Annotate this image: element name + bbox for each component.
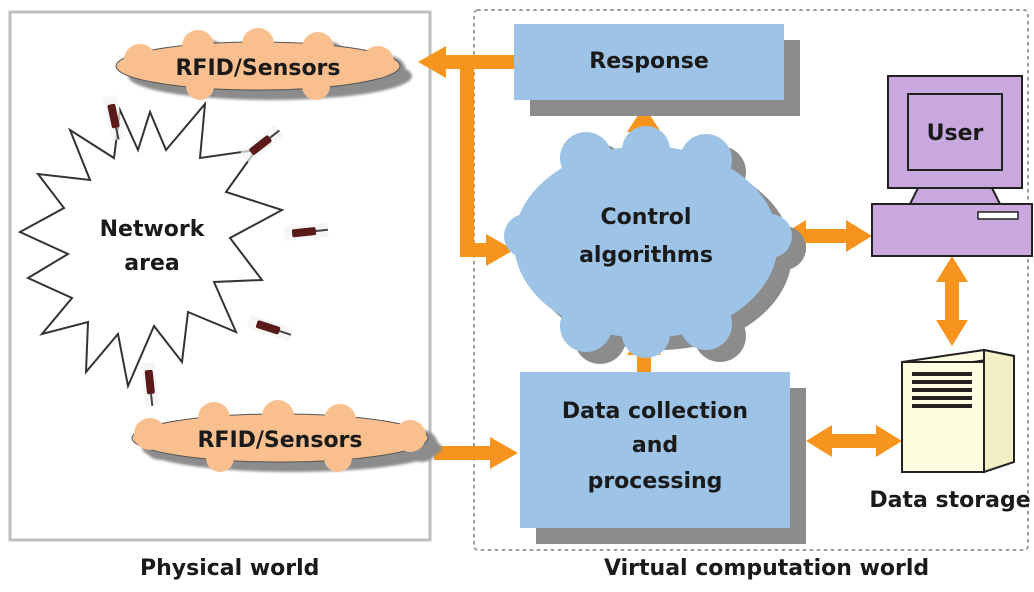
arrow-user-storage-down-head — [936, 320, 968, 346]
arrow-response-to-sensors-head — [418, 46, 446, 78]
data-collection-box: Data collection and processing — [520, 372, 806, 544]
control-label-line1: Control — [601, 205, 692, 230]
arrow-feedback-horizontal — [460, 243, 490, 257]
response-box-body — [514, 24, 784, 100]
data-label-line3: processing — [588, 469, 723, 494]
sensor-node-icon — [140, 361, 160, 407]
control-cloud-body — [504, 126, 792, 358]
arrow-feedback-to-control-head — [486, 234, 514, 266]
physical-world-frame — [8, 10, 432, 542]
sensors-cloud-bottom: RFID/Sensors — [131, 400, 442, 472]
arrow-user-storage-up-head — [936, 256, 968, 282]
server-vent — [912, 388, 972, 392]
arrow-control-user-right-head — [846, 220, 872, 252]
arrow-response-to-sensors-shaft — [440, 55, 516, 69]
data-label-line2: and — [632, 433, 678, 458]
data-label-line1: Data collection — [562, 399, 748, 424]
network-label-line2: area — [124, 251, 179, 276]
arrow-control-to-response-head — [627, 106, 661, 132]
virtual-world-frame — [473, 9, 1029, 551]
computer-icon — [871, 75, 1033, 257]
arrow-data-storage-shaft — [830, 434, 880, 448]
arrow-user-storage-shaft — [945, 276, 959, 326]
server-side — [983, 348, 1015, 474]
sensors-top-puffs — [124, 28, 394, 100]
sensor-nodes — [102, 95, 329, 407]
sensors-cloud-top: RFID/Sensors — [115, 28, 412, 100]
sensor-node-icon — [102, 95, 126, 141]
monitor-stand — [908, 187, 1002, 205]
network-area-starburst: Network area — [17, 100, 285, 390]
response-box: Response — [514, 24, 800, 116]
arrow-feedback-vertical — [460, 62, 474, 257]
response-label: Response — [589, 49, 709, 74]
arrow-sensors-to-data-shaft — [434, 446, 494, 460]
server-vent — [912, 404, 972, 408]
server-vent — [912, 372, 972, 376]
virtual-world-caption: Virtual computation world — [604, 556, 930, 581]
arrow-control-user-shaft — [800, 229, 852, 243]
user-computer: User — [871, 75, 1033, 257]
monitor-screen — [907, 93, 1003, 171]
sensors-bottom-puffs — [134, 400, 426, 472]
user-label: User — [927, 121, 984, 146]
network-label-line1: Network — [100, 217, 206, 242]
server-vent — [912, 380, 972, 384]
data-box-body — [520, 372, 790, 528]
arrow-data-storage-left-head — [806, 425, 832, 457]
server-front — [901, 361, 985, 473]
control-algorithms-cloud: Control algorithms — [504, 126, 806, 364]
control-label-line2: algorithms — [579, 243, 713, 268]
server-vent — [912, 396, 972, 400]
sensor-node-icon — [246, 314, 294, 342]
physical-world-caption: Physical world — [140, 556, 320, 581]
server-icon — [901, 348, 1015, 474]
storage-label: Data storage — [869, 488, 1030, 513]
network-starburst-shape — [17, 100, 285, 390]
sensors-top-label: RFID/Sensors — [175, 56, 340, 81]
arrow-data-storage-right-head — [876, 425, 902, 457]
sensor-node-icon — [240, 124, 284, 164]
drive-slot — [977, 211, 1019, 220]
sensor-node-icon — [283, 222, 329, 242]
arrow-sensors-to-data-head — [490, 437, 518, 469]
data-storage-server: Data storage — [869, 348, 1031, 513]
sensors-bottom-label: RFID/Sensors — [197, 428, 362, 453]
